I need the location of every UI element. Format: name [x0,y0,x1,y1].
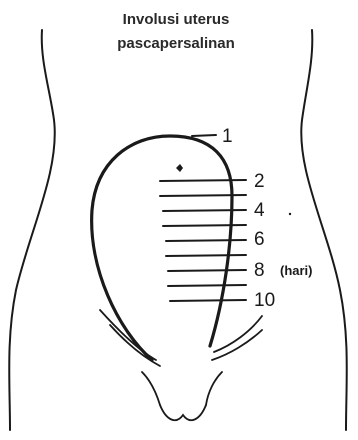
fundus-line-day-8 [168,270,246,271]
torso-outline [9,30,347,430]
fundus-line-day-4 [163,210,246,211]
fundus-label-day-4: 4 [254,200,265,221]
uterus-outline [92,136,232,360]
stray-dot [289,213,291,215]
fundus-label-day-6: 6 [254,229,265,250]
diagram-title-line-2: pascapersalinan [117,35,235,52]
pubic-curve [160,405,206,420]
right-thigh-line [206,372,222,405]
right-inguinal-line-2 [212,330,262,360]
torso-right-contour [301,30,347,430]
fundus-line-day-4b [163,225,246,226]
fundus-line-day-2b [160,195,246,196]
fundus-line-day-10 [170,300,246,301]
torso-left-contour [9,30,55,430]
right-inguinal-line [214,316,262,352]
fundus-unit-label: (hari) [280,263,313,278]
fundus-line-day-8b [168,285,246,286]
diagram-title-line-1: Involusi uterus [123,11,230,28]
fundus-line-day-6b [166,255,246,256]
fundus-label-day-2: 2 [254,171,265,192]
fundus-label-day-10: 10 [254,290,275,311]
fundus-line-day-6 [166,240,246,241]
navel-mark [176,164,183,172]
left-thigh-line [142,372,160,405]
fundus-label-day-8: 8 [254,260,265,281]
fundus-line-day-1 [192,135,216,136]
fundus-line-day-2 [160,180,246,181]
fundus-label-day-1: 1 [222,126,233,147]
fundus-level-lines [160,135,246,301]
